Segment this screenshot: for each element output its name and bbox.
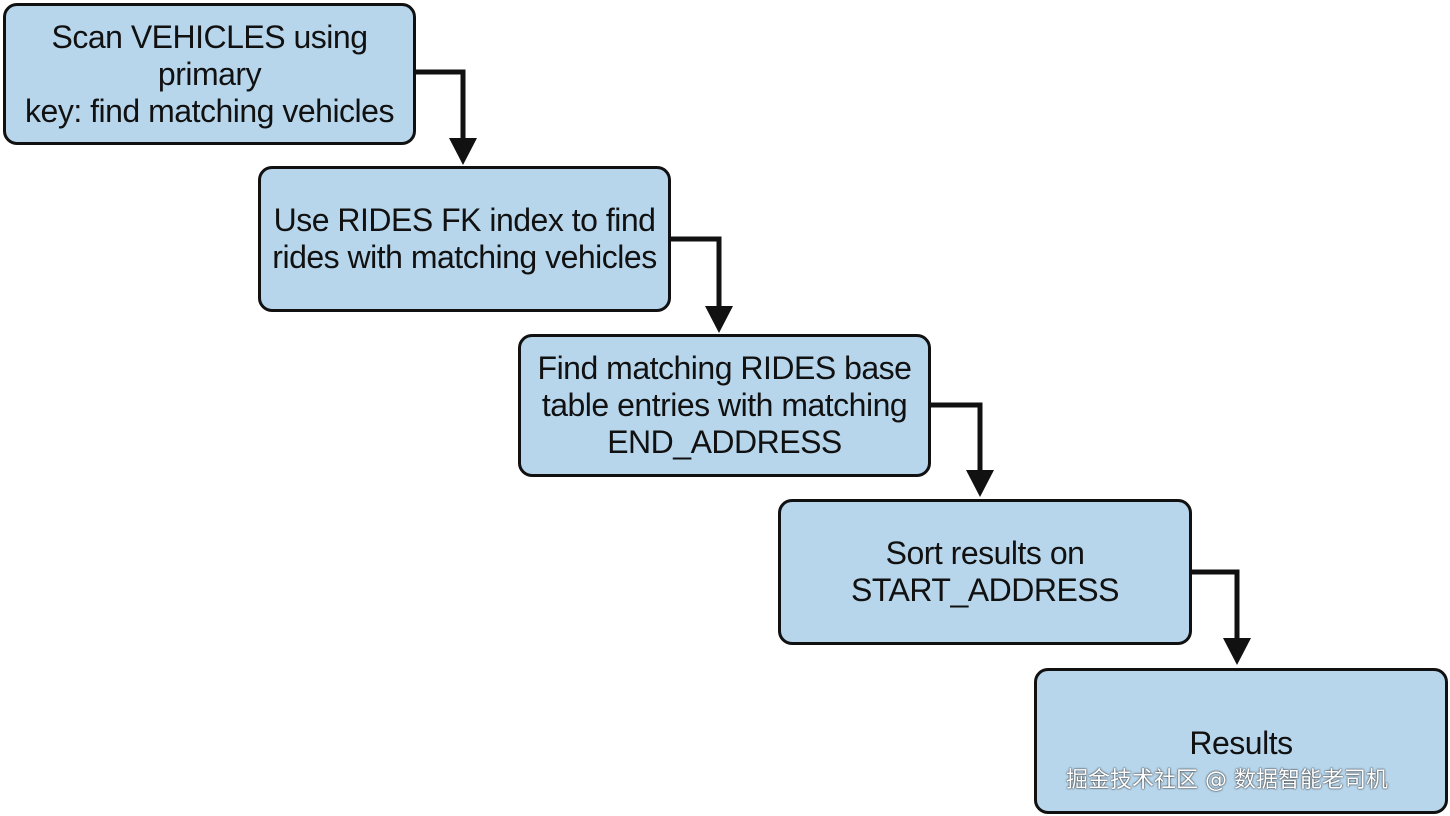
step-scan-vehicles: Scan VEHICLES using primary key: find ma… (3, 3, 416, 145)
step-results: Results (1034, 668, 1448, 814)
step-sort-results: Sort results on START_ADDRESS (778, 499, 1192, 645)
connector-3-4 (931, 402, 994, 497)
step-label: Use RIDES FK index to find rides with ma… (272, 202, 657, 275)
step-find-rides-base-entries: Find matching RIDES base table entries w… (518, 334, 931, 477)
connector-4-5 (1192, 569, 1251, 665)
arrowhead-1 (449, 138, 477, 165)
step-label: Sort results on START_ADDRESS (851, 535, 1119, 608)
step-label: Scan VEHICLES using primary key: find ma… (25, 18, 394, 129)
arrowhead-4 (1223, 638, 1251, 665)
arrowhead-3 (966, 470, 994, 497)
step-label: Results (1189, 724, 1293, 761)
connector-1-2 (416, 69, 477, 165)
watermark-text: 掘金技术社区 @ 数据智能老司机 (1066, 768, 1388, 793)
connector-2-3 (671, 236, 733, 333)
arrowhead-2 (705, 306, 733, 333)
step-use-rides-fk-index: Use RIDES FK index to find rides with ma… (258, 166, 671, 312)
step-label: Find matching RIDES base table entries w… (537, 350, 912, 460)
